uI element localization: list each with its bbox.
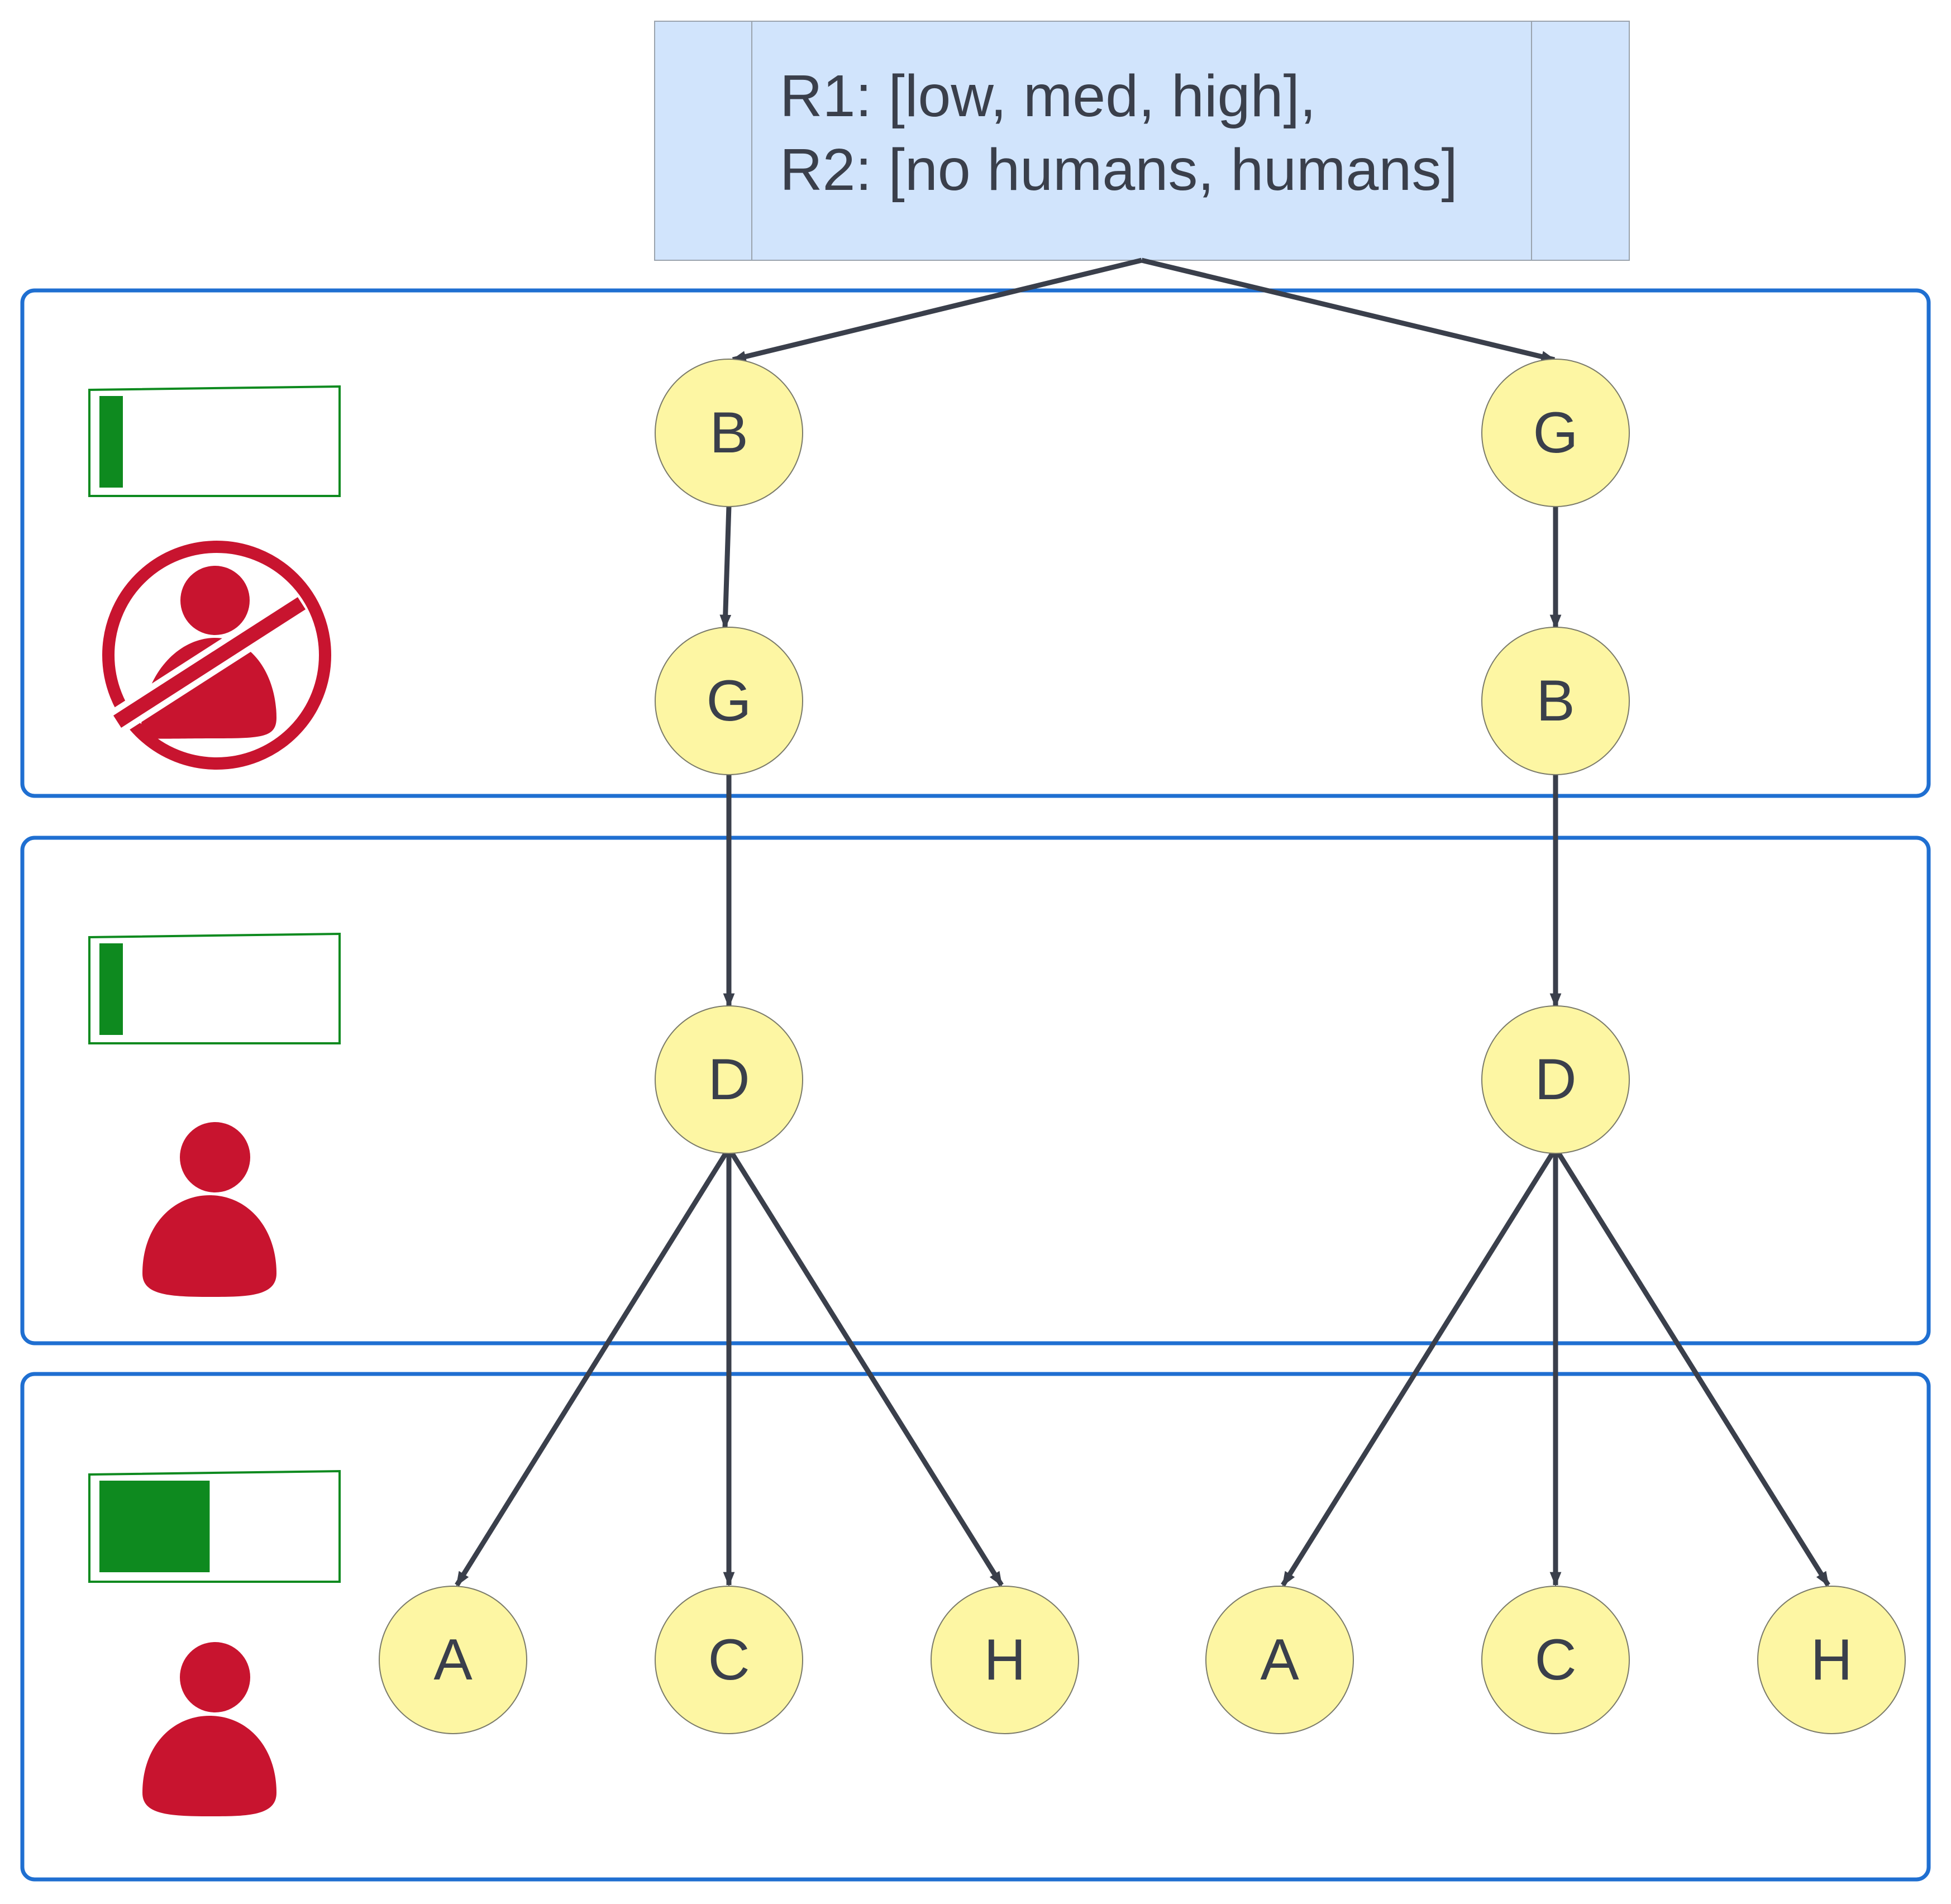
- edge-d-a-left: [455, 1151, 728, 1587]
- svg-text:C: C: [708, 1628, 750, 1692]
- edge-b-g: [719, 505, 732, 629]
- level-bar: [88, 1469, 341, 1583]
- tree-node: H: [1757, 1586, 1906, 1734]
- svg-text:B: B: [1536, 669, 1575, 733]
- tree-node: B: [655, 359, 803, 507]
- root-node: R1: [low, med, high], R2: [no humans, hu…: [654, 21, 1630, 261]
- svg-text:G: G: [1533, 400, 1578, 465]
- svg-text:A: A: [1260, 1628, 1299, 1692]
- svg-text:G: G: [707, 669, 752, 733]
- edge-root-g: [1141, 257, 1556, 362]
- edges: [455, 257, 1830, 1587]
- tree-node: G: [1481, 359, 1630, 507]
- root-line-1: R1: [low, med, high],: [780, 63, 1316, 129]
- tree-node: D: [655, 1005, 803, 1154]
- tree-node: A: [1205, 1586, 1354, 1734]
- tree-node: H: [931, 1586, 1079, 1734]
- person-icon: [142, 1122, 276, 1297]
- svg-text:D: D: [708, 1047, 750, 1112]
- tree-node: G: [655, 627, 803, 775]
- tree-node: A: [379, 1586, 527, 1734]
- svg-text:B: B: [709, 400, 748, 465]
- edge-d-h-right: [1556, 1151, 1830, 1587]
- tree-node: B: [1481, 627, 1630, 775]
- no-humans-icon: [102, 541, 331, 770]
- svg-text:H: H: [984, 1628, 1025, 1692]
- svg-text:C: C: [1534, 1628, 1576, 1692]
- panel-no-humans: [20, 288, 1931, 798]
- person-icon: [142, 1642, 276, 1816]
- tree-node: C: [1481, 1586, 1630, 1734]
- panel-humans-high: [20, 1372, 1931, 1882]
- edge-d-h-left: [729, 1151, 1004, 1587]
- tree-node: D: [1481, 1005, 1630, 1154]
- edge-d-a-right: [1281, 1151, 1555, 1587]
- svg-text:D: D: [1534, 1047, 1576, 1112]
- panel-humans-low: [20, 836, 1931, 1345]
- svg-text:A: A: [433, 1628, 473, 1692]
- svg-text:H: H: [1810, 1628, 1852, 1692]
- level-bar: [88, 385, 341, 497]
- edge-root-b: [731, 257, 1143, 362]
- root-line-2: R2: [no humans, humans]: [780, 137, 1458, 203]
- tree-node: C: [655, 1586, 803, 1734]
- level-bar: [88, 932, 341, 1044]
